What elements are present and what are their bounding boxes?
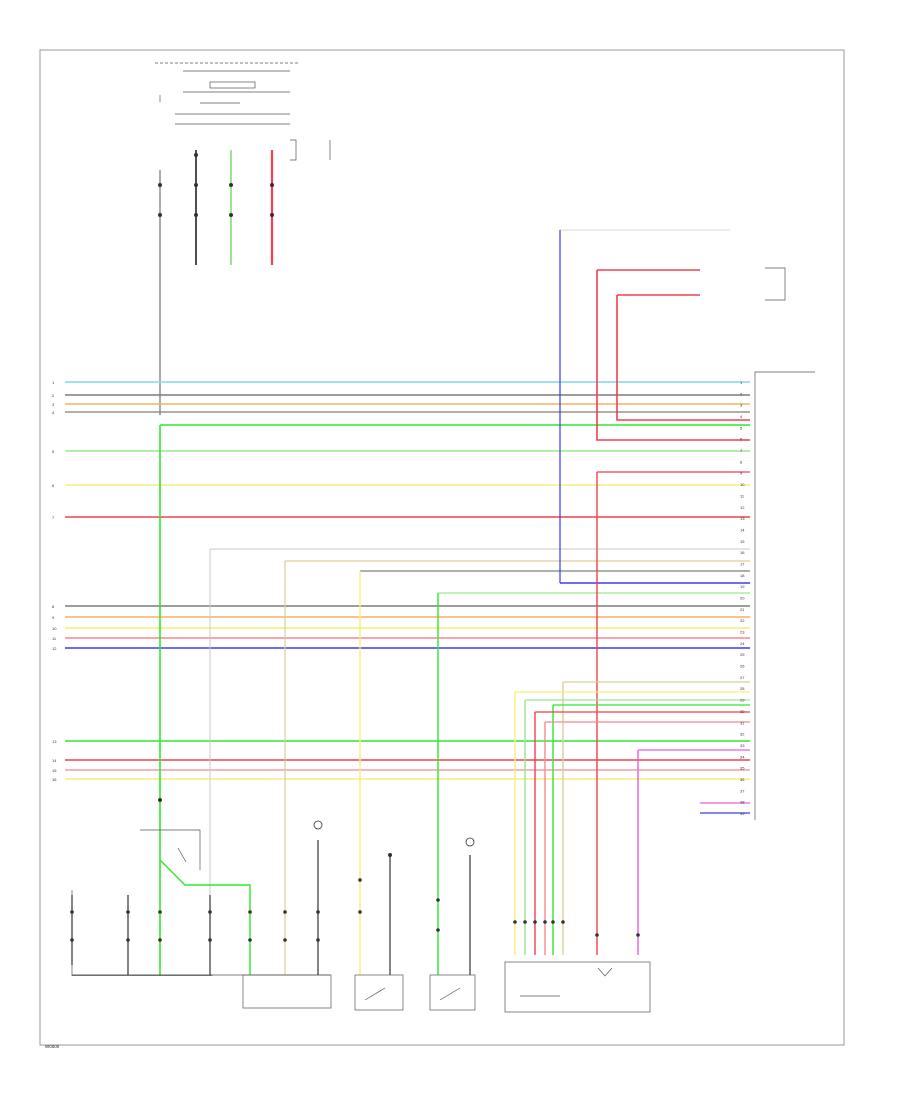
right-pin-number: 39 (740, 811, 745, 816)
right-pin-number: 10 (740, 482, 745, 487)
left-pin-number: 4 (52, 410, 55, 415)
ground-symbols (313, 820, 475, 857)
diagram-frame (39, 49, 845, 1046)
lower-connector-dots (70, 798, 640, 942)
right-pin-number: 30 (740, 709, 745, 714)
right-pin-number: 36 (740, 777, 745, 782)
right-pin-number: 1 (740, 380, 743, 385)
left-pin-number: 15 (52, 768, 57, 773)
right-pin-number: 24 (740, 641, 745, 646)
left-door-switch-box (71, 829, 332, 1009)
left-pin-number: 9 (52, 615, 55, 620)
left-pin-number: 11 (52, 636, 57, 641)
right-pin-number: 9 (740, 471, 743, 476)
right-pin-number: 7 (740, 448, 743, 453)
right-pin-number: 16 (740, 550, 745, 555)
right-pin-number: 4 (740, 414, 743, 419)
right-pin-number: 14 (740, 527, 745, 532)
right-pin-number: 23 (740, 630, 745, 635)
left-pin-number: 12 (52, 646, 57, 651)
left-pin-number: 8 (52, 604, 55, 609)
right-pin-number: 5 (740, 425, 743, 430)
right-pin-number: 12 (740, 505, 745, 510)
right-pin-number: 34 (740, 754, 745, 759)
right-pin-number: 17 (740, 561, 745, 566)
left-pin-number: 13 (52, 739, 57, 744)
vertical-wire-trunks (159, 230, 750, 975)
right-pin-number: 26 (740, 664, 745, 669)
right-pin-number: 35 (740, 766, 745, 771)
right-pin-number: 21 (740, 607, 745, 612)
right-pin-number: 38 (740, 800, 745, 805)
fuse-drop-connectors (158, 153, 274, 217)
left-pin-number: 10 (52, 626, 57, 631)
right-pin-number: 25 (740, 652, 745, 657)
control-module-box (754, 371, 815, 820)
left-pin-number: 3 (52, 402, 55, 407)
right-pin-number: 29 (740, 698, 745, 703)
right-pin-number: 27 (740, 675, 745, 680)
left-pin-number: 7 (52, 515, 55, 520)
right-pin-number: 37 (740, 788, 745, 793)
footer-code: W0000 (45, 1044, 60, 1049)
left-pin-number: 14 (52, 758, 57, 763)
left-pin-number: 16 (52, 777, 57, 782)
left-pin-number: 6 (52, 483, 55, 488)
right-pin-number: 19 (740, 584, 745, 589)
right-pin-number: 13 (740, 516, 745, 521)
switch-boxes (354, 974, 476, 1011)
right-pin-number: 32 (740, 732, 745, 737)
right-pin-number: 8 (740, 459, 743, 464)
right-pin-number: 15 (740, 539, 745, 544)
right-pin-numbers: 1234567891011121314151617181920212223242… (740, 380, 745, 816)
right-pin-number: 28 (740, 686, 745, 691)
bottom-right-module (504, 961, 651, 1013)
right-pin-number: 31 (740, 720, 745, 725)
left-pin-number: 1 (52, 380, 55, 385)
left-pin-number: 2 (52, 393, 55, 398)
horizontal-wire-bus (65, 381, 750, 780)
top-right-connector (560, 229, 786, 301)
left-pin-number: 5 (52, 449, 55, 454)
right-pin-number: 33 (740, 743, 745, 748)
right-pin-number: 18 (740, 573, 745, 578)
right-pin-number: 3 (740, 403, 743, 408)
lower-drop-wires (71, 840, 471, 975)
right-pin-number: 6 (740, 437, 743, 442)
right-pin-number: 2 (740, 391, 743, 396)
right-pin-number: 22 (740, 618, 745, 623)
fuse-drop-wires (159, 150, 274, 415)
right-pin-number: 11 (740, 493, 745, 498)
right-pin-number: 20 (740, 596, 745, 601)
top-fuse-block (155, 62, 331, 161)
